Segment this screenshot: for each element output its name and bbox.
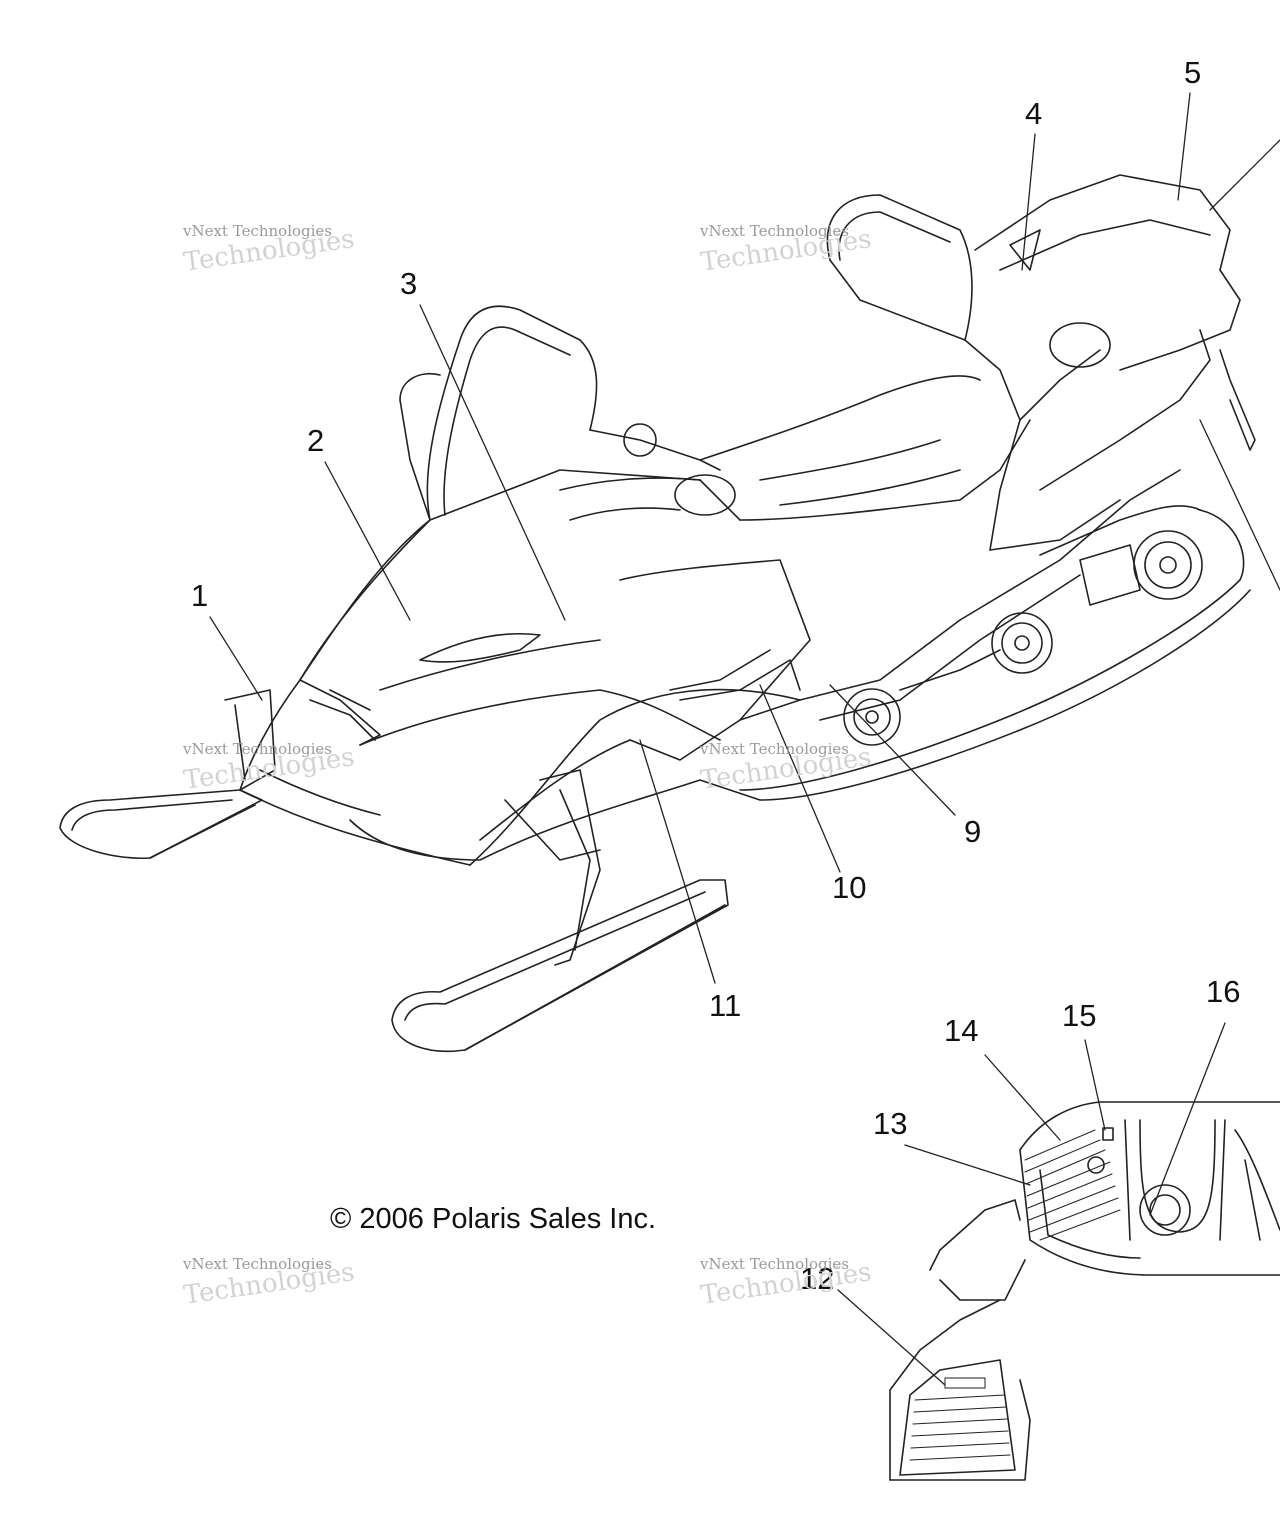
- callout-12: 12: [800, 1261, 835, 1296]
- copyright-notice: © 2006 Polaris Sales Inc.: [330, 1203, 657, 1235]
- callout-2: 2: [307, 423, 325, 458]
- inset-view: [889, 1101, 1280, 1481]
- callout-4: 4: [1025, 96, 1043, 131]
- leader-lines: [209, 92, 1280, 1386]
- callout-5: 5: [1184, 55, 1202, 90]
- callout-9: 9: [964, 814, 982, 849]
- callout-15: 15: [1062, 998, 1097, 1033]
- callout-13: 13: [873, 1106, 908, 1141]
- callout-1: 1: [191, 578, 209, 613]
- callout-10: 10: [832, 870, 867, 905]
- callout-16: 16: [1206, 974, 1241, 1009]
- callout-3: 3: [400, 266, 418, 301]
- callout-14: 14: [944, 1013, 979, 1048]
- snowmobile-body: [59, 174, 1256, 1052]
- callout-11: 11: [709, 988, 742, 1023]
